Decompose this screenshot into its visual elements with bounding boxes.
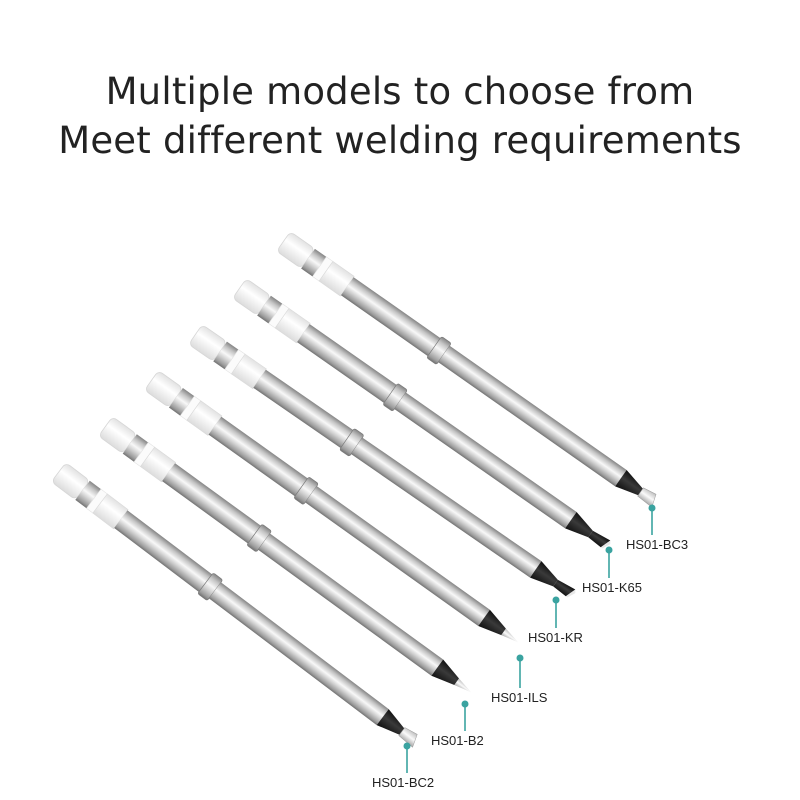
pointer-dot	[516, 654, 524, 662]
soldering-tip	[278, 233, 657, 508]
tip-model-label: HS01-BC2	[372, 775, 434, 790]
soldering-tip	[100, 418, 472, 693]
tip-model-label: HS01-B2	[431, 733, 484, 748]
tip-model-label: HS01-KR	[528, 630, 583, 645]
soldering-tip	[146, 372, 519, 643]
soldering-tip	[52, 464, 418, 748]
soldering-tip	[234, 280, 611, 549]
pointer-dot	[403, 742, 411, 750]
soldering-tip	[190, 326, 576, 598]
pointer-dot	[605, 546, 613, 554]
pointer-dot	[461, 700, 469, 708]
pointer-dot	[552, 596, 560, 604]
tip-model-label: HS01-ILS	[491, 690, 548, 705]
headline-line-2: Meet different welding requirements	[58, 119, 742, 162]
headline-line-1: Multiple models to choose from	[105, 70, 695, 113]
tip-model-label: HS01-K65	[582, 580, 642, 595]
tip-model-label: HS01-BC3	[626, 537, 688, 552]
pointer-dot	[648, 504, 656, 512]
